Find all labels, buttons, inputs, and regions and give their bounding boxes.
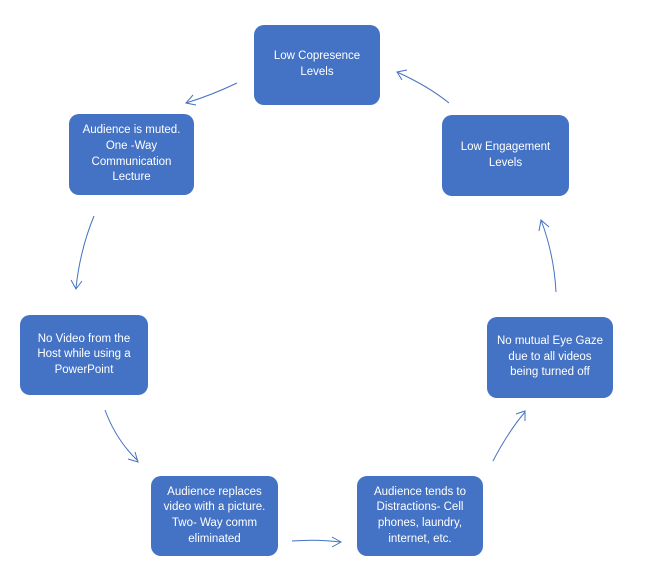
arrowhead-novideo-to-replaces xyxy=(127,451,139,463)
node-distractions: Audience tends to Distractions- Cell pho… xyxy=(357,476,483,556)
arrow-muted-to-novideo xyxy=(75,215,95,289)
arrowhead-eyegaze-to-engagement xyxy=(538,219,550,232)
node-no-eye-gaze: No mutual Eye Gaze due to all videos bei… xyxy=(487,317,613,398)
node-audience-muted: Audience is muted. One -Way Communicatio… xyxy=(69,114,194,195)
arrow-replaces-to-distractions xyxy=(291,539,341,543)
arrow-eyegaze-to-engagement xyxy=(540,219,557,293)
arrow-copresence-to-muted xyxy=(185,82,238,104)
arrowhead-distractions-to-eyegaze xyxy=(515,410,526,421)
arrow-distractions-to-eyegaze xyxy=(492,411,526,462)
arrowhead-engagement-to-copresence xyxy=(396,69,408,81)
arrowhead-muted-to-novideo xyxy=(70,279,83,290)
node-no-host-video: No Video from the Host while using a Pow… xyxy=(20,315,148,395)
node-low-engagement: Low Engagement Levels xyxy=(442,115,569,196)
arrow-engagement-to-copresence xyxy=(396,71,450,104)
arrow-novideo-to-replaces xyxy=(104,409,139,462)
node-video-replaced: Audience replaces video with a picture. … xyxy=(151,476,278,556)
arrowhead-replaces-to-distractions xyxy=(331,536,343,548)
arrowhead-copresence-to-muted xyxy=(185,94,197,106)
node-low-copresence: Low Copresence Levels xyxy=(254,25,380,105)
